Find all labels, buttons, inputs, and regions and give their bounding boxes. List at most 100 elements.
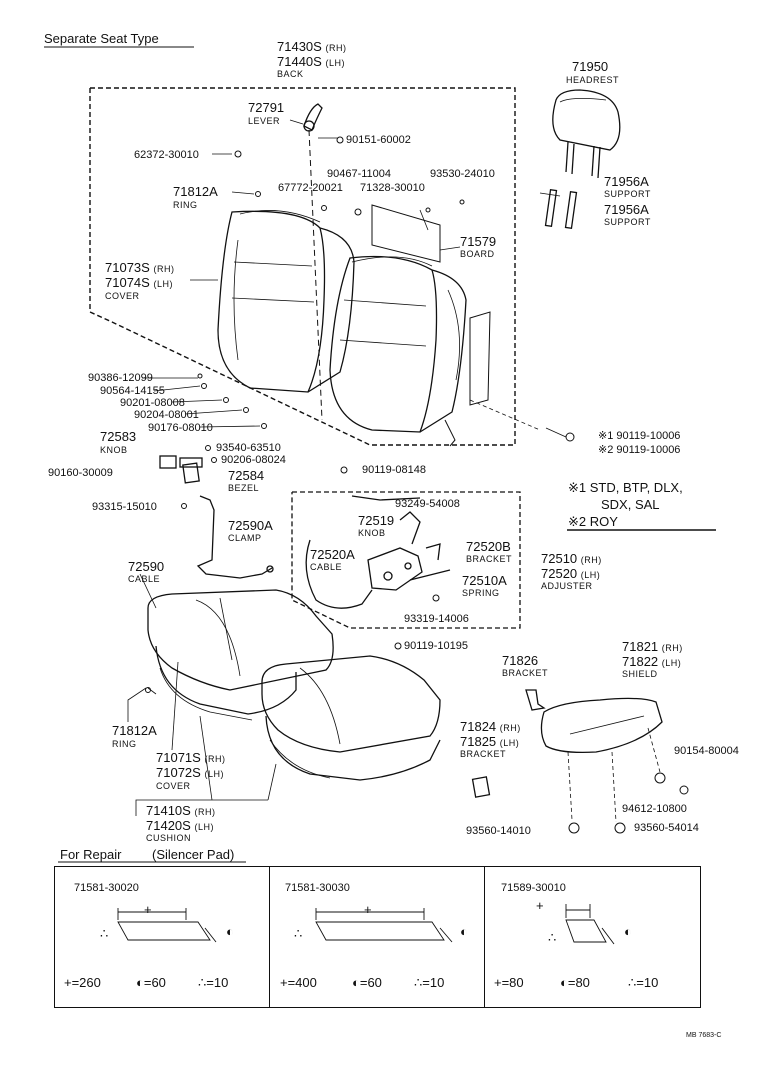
qty-icon: ∴	[198, 975, 207, 990]
bracket-71826-shape	[525, 689, 546, 711]
part-cushion-cover-rh[interactable]: 71071S (RH)	[156, 750, 226, 765]
part-93319-14006[interactable]: 93319-14006	[404, 613, 469, 625]
seat-back-lh-shape	[329, 255, 467, 433]
part-cover-rh[interactable]: 71073S (RH)	[105, 260, 175, 275]
part-cable-number[interactable]: 72590	[128, 559, 165, 574]
part-knob2-number[interactable]: 72519	[358, 513, 395, 528]
part-90119-10195[interactable]: 90119-10195	[404, 640, 469, 652]
repair-pad-2-part[interactable]: 71581-30030	[285, 882, 350, 894]
repair-pad-1-part[interactable]: 71581-30020	[74, 882, 139, 894]
repair-pad-3-length: +=80	[494, 975, 524, 990]
part-support2-number[interactable]: 71956A	[604, 202, 649, 217]
part-bolt-2[interactable]: ※2 90119-10006	[598, 444, 681, 456]
length-icon: +	[364, 902, 372, 917]
part-lever-number[interactable]: 72791	[248, 100, 285, 115]
part-adjuster-rh[interactable]: 72510 (RH)	[541, 551, 602, 566]
part-93249-54008[interactable]: 93249-54008	[395, 498, 460, 510]
repair-pad-3-part[interactable]: 71589-30010	[501, 882, 566, 894]
repair-pad-2-thickness: ◐=60	[352, 975, 382, 990]
repair-pad-3-thickness: ◐=80	[560, 975, 590, 990]
part-shield-name: SHIELD	[622, 669, 658, 679]
seat-cushion-lh-shape	[261, 655, 441, 781]
headrest-support-shapes	[544, 189, 578, 229]
part-support1-number[interactable]: 71956A	[604, 174, 649, 189]
part-93540-63510[interactable]: 93540-63510	[216, 442, 281, 454]
part-ring-top-number[interactable]: 71812A	[173, 184, 218, 199]
part-bracket1-number[interactable]: 71826	[502, 653, 539, 668]
part-bezel-name: BEZEL	[228, 483, 260, 493]
part-bracket1-name: BRACKET	[502, 668, 549, 678]
part-knob2-name: KNOB	[358, 528, 386, 538]
part-clamp-number[interactable]: 72590A	[228, 518, 273, 533]
adjuster-shape	[305, 495, 451, 609]
part-bezel-number[interactable]: 72584	[228, 468, 265, 483]
diagram-code: MB 7683-C	[686, 1032, 722, 1039]
part-90154-80004[interactable]: 90154-80004	[674, 745, 739, 757]
part-shield-rh[interactable]: 71821 (RH)	[622, 639, 683, 654]
part-93560-14010[interactable]: 93560-14010	[466, 825, 531, 837]
part-93315-15010[interactable]: 93315-15010	[92, 501, 157, 513]
part-93560-54014[interactable]: 93560-54014	[634, 822, 699, 834]
bezel-shape	[182, 462, 200, 484]
part-cushion-cover-lh[interactable]: 71072S (LH)	[156, 765, 224, 780]
seat-cushion-rh-shape	[147, 589, 334, 721]
part-board-number[interactable]: 71579	[460, 234, 497, 249]
part-cushion-cover-name: COVER	[156, 781, 191, 791]
part-90564-14155[interactable]: 90564-14155	[100, 385, 165, 397]
thickness-icon: ◐	[460, 924, 468, 939]
part-71328-30010[interactable]: 71328-30010	[360, 182, 425, 194]
part-bracket-b-name: BRACKET	[466, 554, 513, 564]
fastener-marks	[145, 136, 689, 834]
part-ring-bottom-number[interactable]: 71812A	[112, 723, 157, 738]
part-cover-lh[interactable]: 71074S (LH)	[105, 275, 173, 290]
part-90204-08001[interactable]: 90204-08001	[134, 409, 199, 421]
part-cable2-number[interactable]: 72520A	[310, 547, 355, 562]
headrest-shape	[552, 89, 621, 179]
part-90206-08024[interactable]: 90206-08024	[221, 454, 286, 466]
part-62372-30010[interactable]: 62372-30010	[134, 149, 199, 161]
seat-back-rh-shape	[217, 210, 355, 393]
adjuster-boundary	[291, 491, 521, 629]
part-bracket2-rh[interactable]: 71824 (RH)	[460, 719, 521, 734]
part-cushion-rh[interactable]: 71410S (RH)	[146, 803, 216, 818]
part-support2-name: SUPPORT	[604, 217, 651, 227]
part-90151-60002[interactable]: 90151-60002	[346, 134, 411, 146]
part-90119-08148[interactable]: 90119-08148	[362, 464, 427, 476]
part-90386-12099[interactable]: 90386-12099	[88, 372, 153, 384]
qty-icon: ∴	[628, 975, 637, 990]
part-spring-number[interactable]: 72510A	[462, 573, 507, 588]
part-cable-name: CABLE	[128, 574, 161, 584]
lever-shape	[303, 103, 323, 132]
part-bracket2-lh[interactable]: 71825 (LH)	[460, 734, 520, 749]
part-90201-08008[interactable]: 90201-08008	[120, 397, 185, 409]
part-94612-10800[interactable]: 94612-10800	[622, 803, 687, 815]
part-90176-08010[interactable]: 90176-08010	[148, 422, 213, 434]
length-icon: +	[536, 898, 544, 913]
part-90160-30009[interactable]: 90160-30009	[48, 467, 113, 479]
part-67772-20021[interactable]: 67772-20021	[278, 182, 343, 194]
part-cushion-lh[interactable]: 71420S (LH)	[146, 818, 214, 833]
repair-pad-2-qty: ∴=10	[414, 975, 445, 990]
length-icon: +	[494, 975, 502, 990]
part-headrest-number[interactable]: 71950	[572, 59, 609, 74]
part-back-rh[interactable]: 71430S (RH)	[277, 39, 347, 54]
part-back-name: BACK	[277, 69, 304, 79]
note-1-cont: SDX, SAL	[601, 497, 660, 512]
part-shield-lh[interactable]: 71822 (LH)	[622, 654, 682, 669]
part-bracket-b-number[interactable]: 72520B	[466, 539, 511, 554]
note-2: ※2 ROY	[568, 514, 618, 529]
repair-pad-1-qty: ∴=10	[198, 975, 229, 990]
part-93530-24010[interactable]: 93530-24010	[430, 168, 495, 180]
back-assembly-boundary	[89, 87, 516, 446]
part-knob-number[interactable]: 72583	[100, 429, 137, 444]
part-bolt-1[interactable]: ※1 90119-10006	[598, 430, 681, 442]
part-ring-bottom-name: RING	[112, 739, 137, 749]
part-back-lh[interactable]: 71440S (LH)	[277, 54, 345, 69]
repair-pad-1-length: +=260	[64, 975, 101, 990]
part-lever-name: LEVER	[248, 116, 281, 126]
part-cushion-name: CUSHION	[146, 833, 192, 843]
knob-shape	[159, 455, 203, 469]
part-90467-11004[interactable]: 90467-11004	[327, 168, 392, 180]
part-adjuster-lh[interactable]: 72520 (LH)	[541, 566, 601, 581]
pad-drawing-2	[315, 908, 453, 943]
